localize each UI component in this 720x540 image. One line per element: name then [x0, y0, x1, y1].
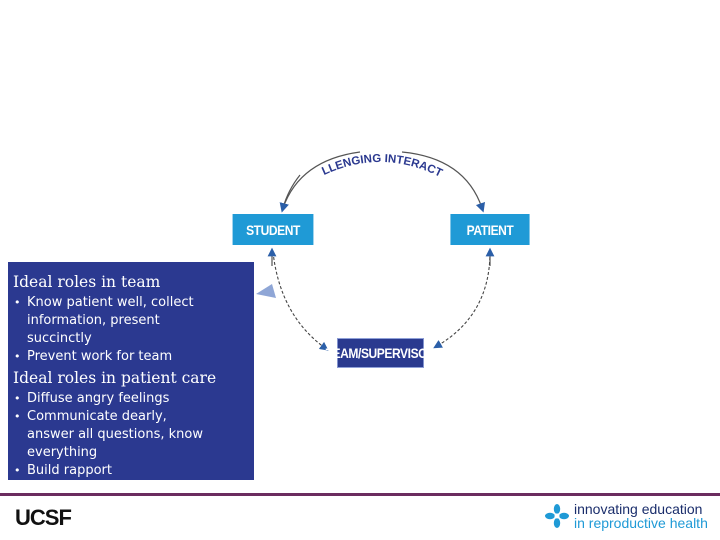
team-roles-list: Know patient well, collect information, … — [13, 294, 254, 366]
arrow-student-team — [272, 251, 329, 351]
partner-line1: innovating education — [574, 501, 703, 517]
partner-logo: innovating education in reproductive hea… — [544, 502, 708, 530]
arc-student-start-arrow — [279, 174, 301, 213]
node-student: STUDENT — [232, 214, 314, 245]
arc-label: CHALLENGING INTERACTION — [0, 0, 444, 180]
flower-icon — [545, 504, 569, 528]
arrow-patient-team — [433, 251, 491, 349]
footer-divider — [0, 493, 720, 496]
team-roles-heading: Ideal roles in team — [13, 273, 161, 291]
list-item: Prevent work for team — [13, 348, 254, 366]
roles-callout: Ideal roles in team Know patient well, c… — [8, 262, 254, 480]
list-item: Communicate dearly, answer all questions… — [13, 408, 254, 462]
list-item: Diffuse angry feelings — [13, 390, 254, 408]
care-roles-heading: Ideal roles in patient care — [13, 369, 217, 387]
ucsf-logo: UCSF — [15, 505, 72, 530]
partner-line2: in reproductive health — [574, 515, 708, 531]
arc-student-patient — [282, 151, 482, 208]
care-roles-list: Diffuse angry feelings Communicate dearl… — [13, 390, 254, 480]
callout-pointer-icon — [256, 284, 276, 298]
node-team-supervisor: TEAM/SUPERVISOR — [326, 338, 436, 368]
list-item: Build rapport — [13, 462, 254, 480]
list-item: Know patient well, collect information, … — [13, 294, 254, 348]
node-patient: PATIENT — [450, 214, 530, 245]
